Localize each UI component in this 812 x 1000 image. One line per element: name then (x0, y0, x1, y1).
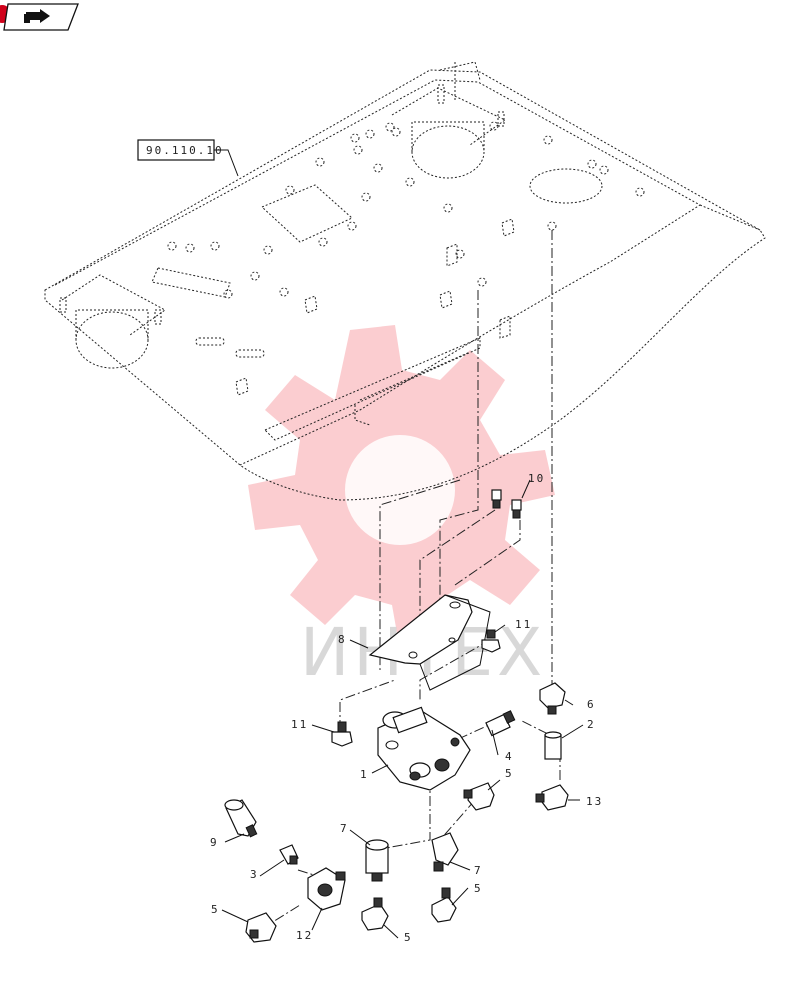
tee-part-7-right (431, 832, 459, 872)
nut-part-11-right (481, 629, 501, 653)
callout-9[interactable]: 9 (210, 836, 219, 849)
callout-labels: 8 10 11 11 1 6 2 4 5 13 9 3 7 7 5 5 12 5 (210, 472, 603, 944)
return-arrow-icon (24, 9, 50, 23)
elbow-part-5-bottom-left (245, 912, 277, 943)
callout-2[interactable]: 2 (587, 718, 596, 731)
callout-5-right[interactable]: 5 (474, 882, 483, 895)
callout-11-left[interactable]: 11 (291, 718, 308, 731)
fitting-part-3 (279, 844, 299, 865)
elbow-part-5-bottom-center (361, 897, 389, 931)
spacer-part-2 (544, 731, 562, 760)
callout-7-left[interactable]: 7 (340, 822, 349, 835)
callout-3[interactable]: 3 (250, 868, 259, 881)
roof-panel (44, 61, 766, 501)
callout-6[interactable]: 6 (587, 698, 596, 711)
callout-5-bottom[interactable]: 5 (404, 931, 413, 944)
callout-leaders (221, 479, 584, 939)
nut-part-11-left (331, 721, 353, 747)
fitting-part-4 (485, 710, 516, 737)
callout-5-center[interactable]: 5 (505, 767, 514, 780)
callout-7-right[interactable]: 7 (474, 864, 483, 877)
elbow-part-5-bottom-right (431, 887, 457, 923)
bolt-part-10 (491, 489, 522, 519)
callout-8[interactable]: 8 (338, 633, 347, 646)
sensor-part-9 (224, 799, 258, 838)
reference-label: 90.110.10 (146, 144, 224, 157)
reference-box[interactable]: 90.110.10 (137, 139, 239, 177)
elbow-part-6 (539, 682, 566, 715)
callout-5-left[interactable]: 5 (211, 903, 220, 916)
tee-part-7-left (365, 839, 389, 882)
callout-4[interactable]: 4 (505, 750, 514, 763)
assembly-lines (259, 230, 561, 931)
callout-13[interactable]: 13 (586, 795, 603, 808)
elbow-part-5-center (463, 782, 495, 811)
valve-part-12 (307, 867, 346, 911)
gear-logo-icon (248, 325, 555, 650)
back-button[interactable] (0, 3, 79, 31)
callout-1[interactable]: 1 (360, 768, 369, 781)
elbow-part-13 (535, 784, 569, 811)
valve-block-part (377, 706, 471, 791)
bracket-part (368, 594, 491, 691)
callout-12[interactable]: 12 (296, 929, 313, 942)
callout-11-right[interactable]: 11 (515, 618, 532, 631)
callout-10[interactable]: 10 (528, 472, 545, 485)
